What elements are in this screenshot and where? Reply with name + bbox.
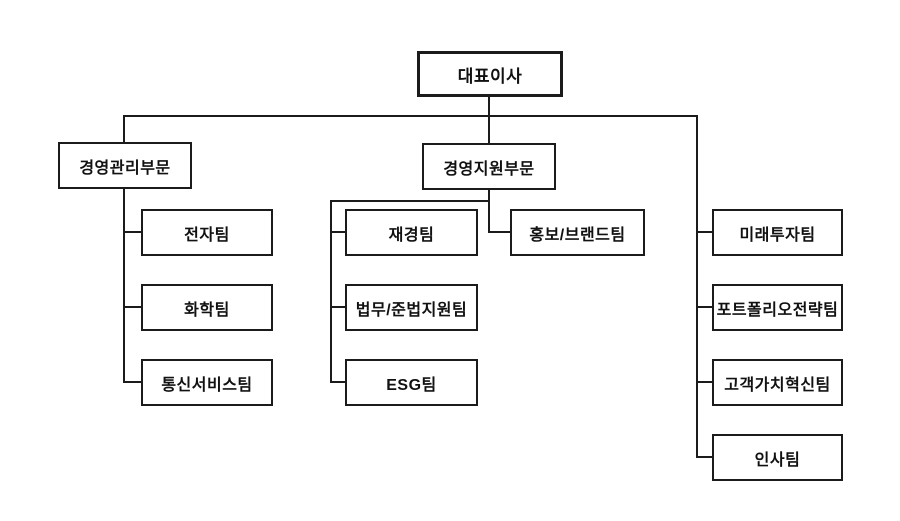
connector-ceo-drop — [488, 97, 490, 117]
connector-stub-pr-brand — [488, 231, 510, 233]
org-node-team-telecom-services: 통신서비스팀 — [141, 359, 273, 406]
org-node-support-division: 경영지원부문 — [422, 143, 556, 190]
connector-stub-future-investment — [696, 231, 712, 233]
connector-support-drop — [488, 190, 490, 233]
connector-stub-portfolio-strategy — [696, 306, 712, 308]
connector-right-spine — [696, 115, 698, 458]
connector-stub-chemicals — [123, 306, 141, 308]
connector-mid-spine — [330, 200, 332, 383]
connector-stub-telecom — [123, 381, 141, 383]
org-node-team-pr-brand: 홍보/브랜드팀 — [510, 209, 645, 256]
org-node-team-portfolio-strategy: 포트폴리오전략팀 — [712, 284, 843, 331]
org-node-team-hr: 인사팀 — [712, 434, 843, 481]
connector-main-rail — [123, 115, 698, 117]
org-node-team-chemicals: 화학팀 — [141, 284, 273, 331]
connector-drop-management — [123, 115, 125, 142]
connector-left-spine — [123, 189, 125, 383]
org-node-team-finance: 재경팀 — [345, 209, 478, 256]
org-node-team-legal-compliance: 법무/준법지원팀 — [345, 284, 478, 331]
connector-drop-support — [488, 115, 490, 143]
connector-stub-finance — [330, 231, 345, 233]
org-node-team-future-investment: 미래투자팀 — [712, 209, 843, 256]
org-node-team-electronics: 전자팀 — [141, 209, 273, 256]
org-node-team-customer-value-innovation: 고객가치혁신팀 — [712, 359, 843, 406]
connector-stub-customer-value — [696, 381, 712, 383]
org-node-ceo: 대표이사 — [417, 51, 563, 97]
connector-support-branch-rail — [330, 200, 490, 202]
org-node-team-esg: ESG팀 — [345, 359, 478, 406]
org-node-management-division: 경영관리부문 — [58, 142, 192, 189]
connector-stub-electronics — [123, 231, 141, 233]
connector-stub-legal — [330, 306, 345, 308]
connector-stub-esg — [330, 381, 345, 383]
connector-stub-hr — [696, 456, 712, 458]
